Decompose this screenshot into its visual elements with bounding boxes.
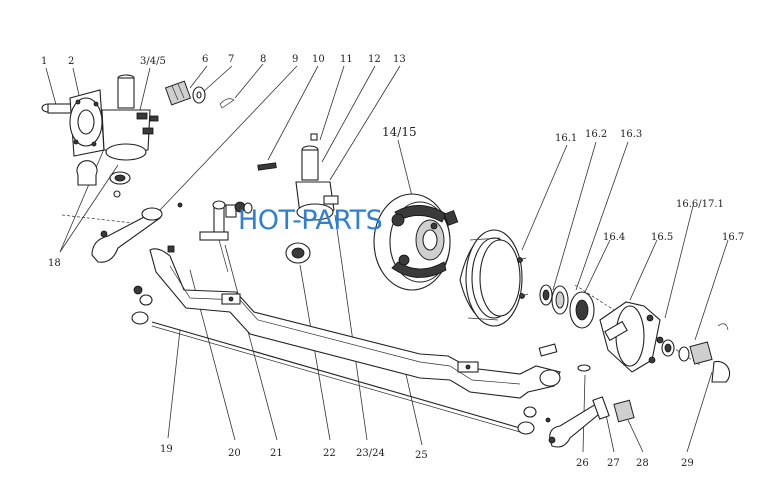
axle-beam — [149, 248, 561, 399]
callout-22: 22 — [323, 448, 336, 459]
callout-16-4: 16.4 — [603, 232, 625, 243]
callout-16-6-17-1: 16.6/17.1 — [676, 199, 724, 210]
callout-14-15: 14/15 — [382, 125, 417, 139]
cotter-pin-8 — [219, 98, 235, 109]
callout-6: 6 — [202, 54, 208, 65]
wheel-hub — [599, 301, 664, 373]
callout-23-24: 23/24 — [356, 448, 385, 459]
bushing-6 — [164, 80, 192, 106]
callout-10: 10 — [312, 54, 325, 65]
tie-rod — [131, 285, 537, 435]
washer-7 — [192, 86, 206, 104]
callout-26: 26 — [576, 458, 589, 469]
callout-16-1: 16.1 — [555, 133, 577, 144]
callout-12: 12 — [368, 54, 381, 65]
left-hub-cap — [76, 160, 131, 198]
callout-25: 25 — [415, 450, 428, 461]
brake-drum — [459, 229, 529, 327]
callout-2: 2 — [68, 56, 74, 67]
callout-16-5: 16.5 — [651, 232, 673, 243]
steering-arm-18 — [91, 202, 183, 263]
bearing-set — [539, 284, 595, 329]
callout-20: 20 — [228, 448, 241, 459]
callout-28: 28 — [636, 458, 649, 469]
callout-18: 18 — [48, 258, 61, 269]
callout-labels: 1 2 3/4/5 6 7 8 9 10 11 12 13 14/15 16.1… — [41, 54, 744, 469]
hub-cap-parts — [661, 323, 731, 383]
callout-1: 1 — [41, 56, 47, 67]
kingpin-assembly — [101, 74, 159, 161]
callout-11: 11 — [340, 54, 353, 65]
drag-link-assembly — [167, 200, 253, 273]
callout-13: 13 — [393, 54, 406, 65]
seal-22 — [285, 242, 311, 264]
callout-21: 21 — [270, 448, 283, 459]
callout-3-4-5: 3/4/5 — [140, 56, 166, 67]
callout-16-7: 16.7 — [722, 232, 744, 243]
callout-16-2: 16.2 — [585, 129, 607, 140]
callout-16-3: 16.3 — [620, 129, 642, 140]
callout-29: 29 — [681, 458, 694, 469]
brake-assembly — [373, 193, 459, 291]
callout-9: 9 — [292, 54, 298, 65]
callout-8: 8 — [260, 54, 266, 65]
right-kingpin-assembly — [257, 133, 339, 221]
callout-19: 19 — [160, 444, 173, 455]
right-steering-arm — [545, 364, 635, 448]
callout-27: 27 — [607, 458, 620, 469]
callout-7: 7 — [228, 54, 234, 65]
steering-knuckle — [41, 89, 105, 157]
watermark-text: HOT-PARTS — [238, 205, 382, 236]
